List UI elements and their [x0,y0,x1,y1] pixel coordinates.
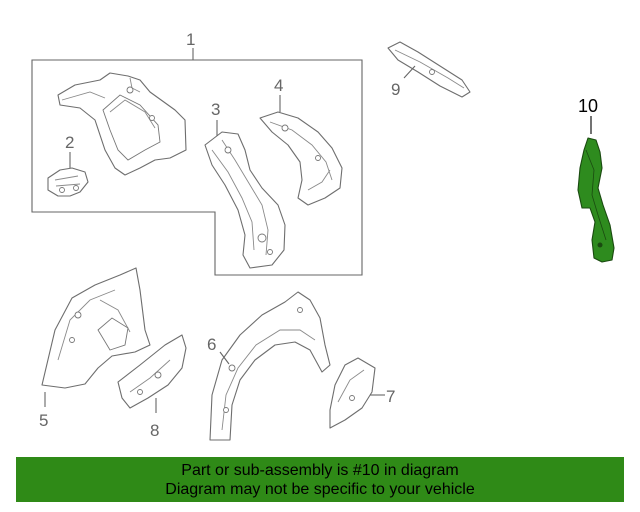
part-4-wheelhouse-extension [259,111,343,206]
callout-7: 7 [386,387,395,406]
leader-line-9 [403,65,416,79]
part-7-bracket [329,357,376,429]
part-5-inner-wheelhouse [41,267,151,389]
callout-10: 10 [578,96,598,116]
part-9-rail [387,41,471,98]
part-3-pillar [204,131,286,269]
part-8-bracket [117,334,187,409]
part-6-outer-wheelhouse [209,291,331,441]
callout-6: 6 [207,335,216,354]
leader-line-6 [219,351,230,365]
callout-5: 5 [39,411,48,430]
info-banner: Part or sub-assembly is #10 in diagram D… [16,457,624,502]
callout-4: 4 [274,76,283,95]
callout-1: 1 [186,30,195,49]
part-10-highlighted-panel [577,137,615,263]
callout-8: 8 [150,421,159,440]
callout-2: 2 [65,133,74,152]
banner-line-2: Diagram may not be specific to your vehi… [165,480,475,498]
callout-9: 9 [391,80,400,99]
banner-line-1: Part or sub-assembly is #10 in diagram [181,461,459,479]
part-1-quarter-inner-panel [57,72,187,176]
part-2-bracket [47,167,89,197]
assembly-outline-box [31,59,363,276]
callout-3: 3 [211,100,220,119]
